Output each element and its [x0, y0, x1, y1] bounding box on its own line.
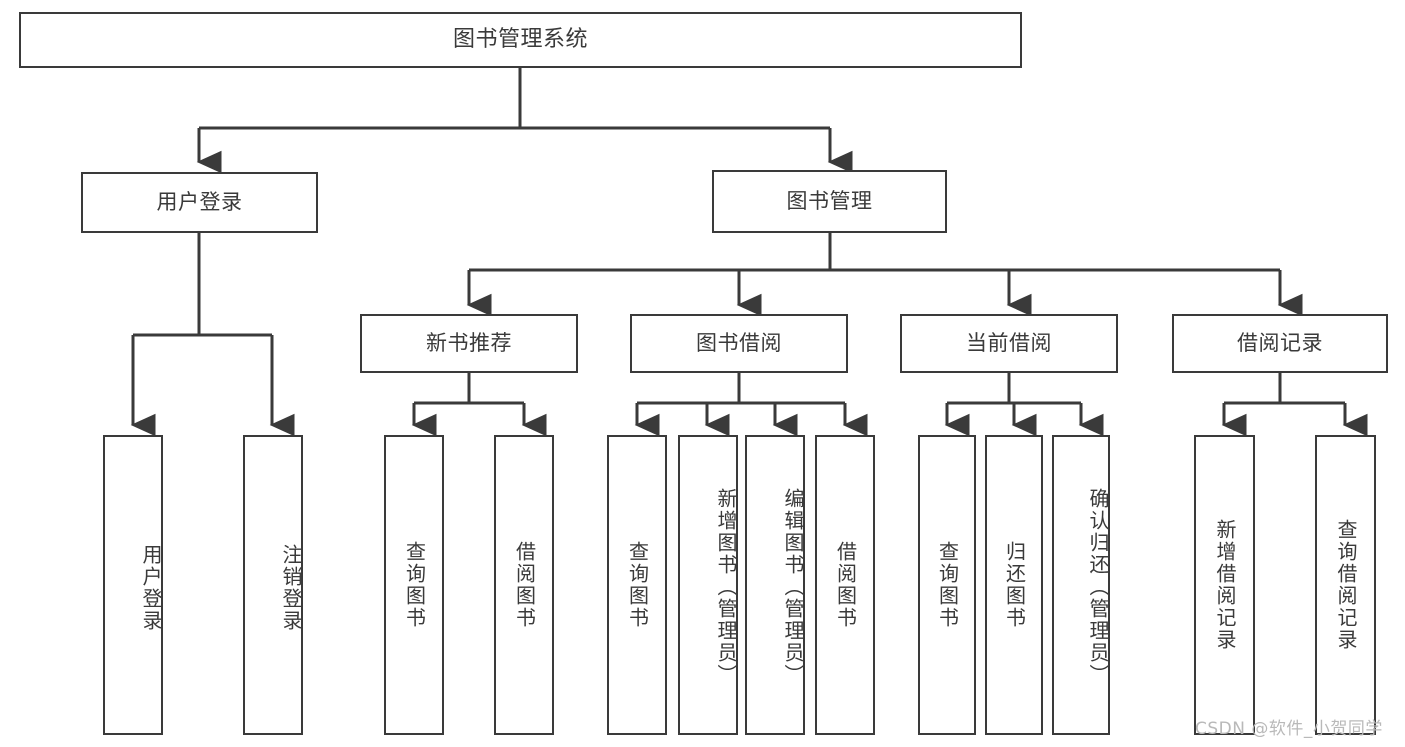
node-leaf-user-login[interactable]: 用户登录: [103, 435, 163, 735]
node-leaf-query-record[interactable]: 查询借阅记录: [1315, 435, 1376, 735]
node-leaf-add-book[interactable]: 新增图书（管理员）: [678, 435, 738, 735]
node-book-management[interactable]: 图书管理: [712, 170, 947, 233]
leaf-label: 查询借阅记录: [1334, 519, 1358, 651]
node-new-book-recommend[interactable]: 新书推荐: [360, 314, 578, 373]
node-leaf-borrow-book-2[interactable]: 借阅图书: [815, 435, 875, 735]
node-leaf-confirm-return[interactable]: 确认归还（管理员）: [1052, 435, 1110, 735]
leaf-label: 查询图书: [625, 541, 650, 629]
node-leaf-query-book-3[interactable]: 查询图书: [918, 435, 976, 735]
leaf-label: 新增图书（管理员）: [714, 488, 738, 686]
node-book-borrow[interactable]: 图书借阅: [630, 314, 848, 373]
leaf-label: 用户登录: [139, 544, 163, 632]
leaf-label: 借阅图书: [512, 541, 537, 629]
node-leaf-logout[interactable]: 注销登录: [243, 435, 303, 735]
leaf-label: 确认归还（管理员）: [1086, 488, 1110, 686]
leaf-label: 编辑图书（管理员）: [781, 488, 805, 686]
leaf-label: 查询图书: [935, 541, 960, 629]
node-borrow-record[interactable]: 借阅记录: [1172, 314, 1388, 373]
leaf-label: 借阅图书: [833, 541, 858, 629]
node-current-borrow[interactable]: 当前借阅: [900, 314, 1118, 373]
leaf-label: 查询图书: [402, 541, 427, 629]
leaf-label: 归还图书: [1002, 541, 1027, 629]
node-leaf-return-book[interactable]: 归还图书: [985, 435, 1043, 735]
node-leaf-query-book-2[interactable]: 查询图书: [607, 435, 667, 735]
node-root[interactable]: 图书管理系统: [19, 12, 1022, 68]
leaf-label: 新增借阅记录: [1213, 519, 1237, 651]
csdn-watermark: CSDN @软件_小贺同学: [1195, 719, 1383, 739]
node-leaf-add-record[interactable]: 新增借阅记录: [1194, 435, 1255, 735]
node-user-login[interactable]: 用户登录: [81, 172, 318, 233]
node-leaf-edit-book[interactable]: 编辑图书（管理员）: [745, 435, 805, 735]
node-leaf-borrow-book-1[interactable]: 借阅图书: [494, 435, 554, 735]
node-leaf-query-book-1[interactable]: 查询图书: [384, 435, 444, 735]
leaf-label: 注销登录: [279, 544, 303, 632]
